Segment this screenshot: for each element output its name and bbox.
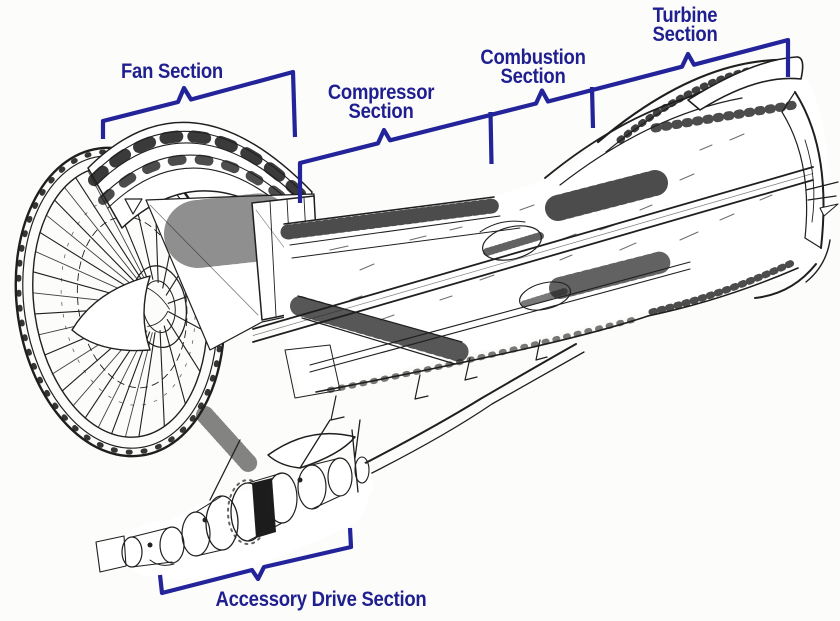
core-sections-bracket: [297, 37, 791, 203]
section-label-text: Section: [652, 22, 718, 46]
section-label-text: Section: [500, 64, 566, 88]
section-label-turbine: Turbine Section: [652, 3, 718, 46]
accessory-gearbox: [95, 419, 374, 580]
accessory-section-bracket: [157, 527, 354, 596]
section-label-text: Section: [348, 99, 414, 123]
section-label-text: Accessory Drive Section: [215, 587, 427, 611]
section-label-combustion: Combustion Section: [480, 45, 586, 88]
section-label-text: Compressor: [327, 80, 435, 104]
section-label-fan: Fan Section: [121, 59, 223, 83]
section-label-accessory-drive: Accessory Drive Section: [215, 587, 427, 611]
fan-spinner: [71, 275, 151, 352]
section-label-text: Combustion: [480, 45, 586, 69]
engine-core: [196, 56, 839, 479]
section-label-text: Turbine: [652, 3, 718, 27]
section-label-text: Fan Section: [121, 59, 223, 83]
section-label-compressor: Compressor Section: [327, 80, 435, 123]
fan-section-bracket: [100, 69, 298, 139]
section-brackets: [100, 37, 791, 596]
